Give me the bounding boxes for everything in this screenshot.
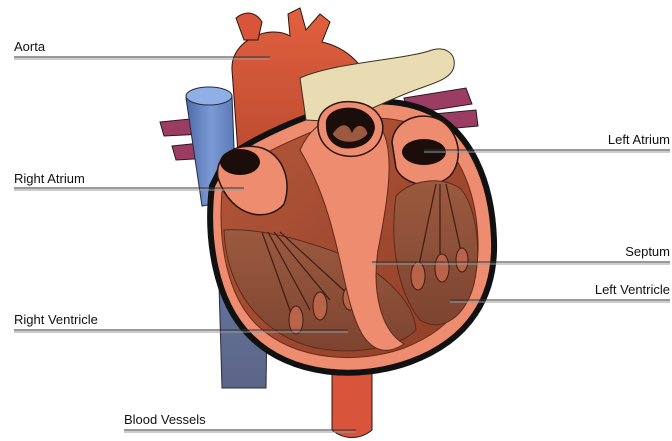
label-left-atrium: Left Atrium [608, 132, 670, 147]
superior-vena-cava-opening [186, 87, 232, 105]
tricuspid-opening [220, 149, 260, 175]
aorta-branch-left [236, 13, 262, 40]
label-right-atrium: Right Atrium [14, 171, 85, 186]
label-septum: Septum [625, 244, 670, 259]
label-right-ventricle: Right Ventricle [14, 312, 98, 327]
label-left-ventricle: Left Ventricle [595, 282, 670, 297]
label-blood-vessels: Blood Vessels [124, 412, 206, 427]
label-aorta: Aorta [14, 39, 46, 54]
